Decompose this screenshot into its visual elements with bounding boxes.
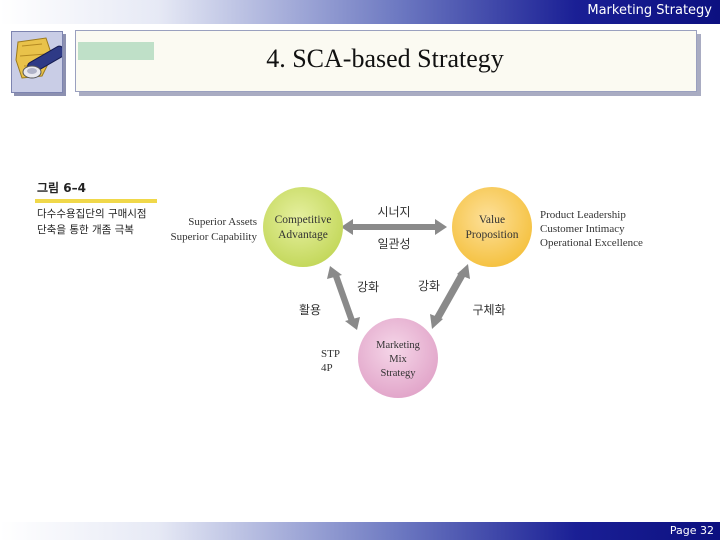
figure-number: 그림 6–4 [37,181,86,195]
utilize-label: 활용 [299,303,321,317]
marketing-label-1: Marketing [376,340,420,351]
right-label-product: Product Leadership [540,209,626,221]
value-label-2: Proposition [465,229,518,241]
header-title: Marketing Strategy [587,3,712,18]
right-label-customer: Customer Intimacy [540,223,625,235]
title-frame [75,30,697,92]
reinforce-left-label: 강화 [357,280,379,294]
node-marketing-mix: Marketing Mix Strategy [358,318,438,398]
figure-underline [35,199,157,203]
materialize-label: 구체화 [472,303,505,317]
synergy-label: 시너지 [377,205,410,219]
competitive-label-1: Competitive [275,214,332,226]
footer-bar: Page 32 [0,522,720,540]
materialize-arrow [430,264,470,329]
right-label-operational: Operational Excellence [540,237,643,249]
reinforce-right-label: 강화 [418,279,440,293]
left-label-capability: Superior Capability [171,231,258,243]
synergy-arrow [341,219,447,235]
marketing-circle [358,318,438,398]
slide-title: 4. SCA-based Strategy [266,44,504,73]
logo-icon [11,31,66,93]
consistency-label: 일관성 [377,237,410,251]
competitive-circle [263,187,343,267]
4p-label: 4P [321,362,333,374]
figure-caption-line1: 다수수용집단의 구매시점 [37,208,147,220]
node-value-proposition: Value Proposition [452,187,532,267]
competitive-label-2: Advantage [278,229,328,241]
stp-label: STP [321,348,340,360]
top-banner: Marketing Strategy [0,0,720,24]
marketing-label-3: Strategy [381,368,417,379]
marketing-label-2: Mix [389,354,407,365]
telescope-map-icon [15,37,66,79]
node-competitive-advantage: Competitive Advantage [263,187,343,267]
value-circle [452,187,532,267]
value-label-1: Value [479,214,505,226]
figure-caption-line2: 단축을 통한 개좀 극복 [37,224,134,236]
title-accent-bar [78,42,154,60]
utilize-arrow [327,266,360,330]
left-label-assets: Superior Assets [188,216,257,228]
page-number: Page 32 [669,524,714,537]
